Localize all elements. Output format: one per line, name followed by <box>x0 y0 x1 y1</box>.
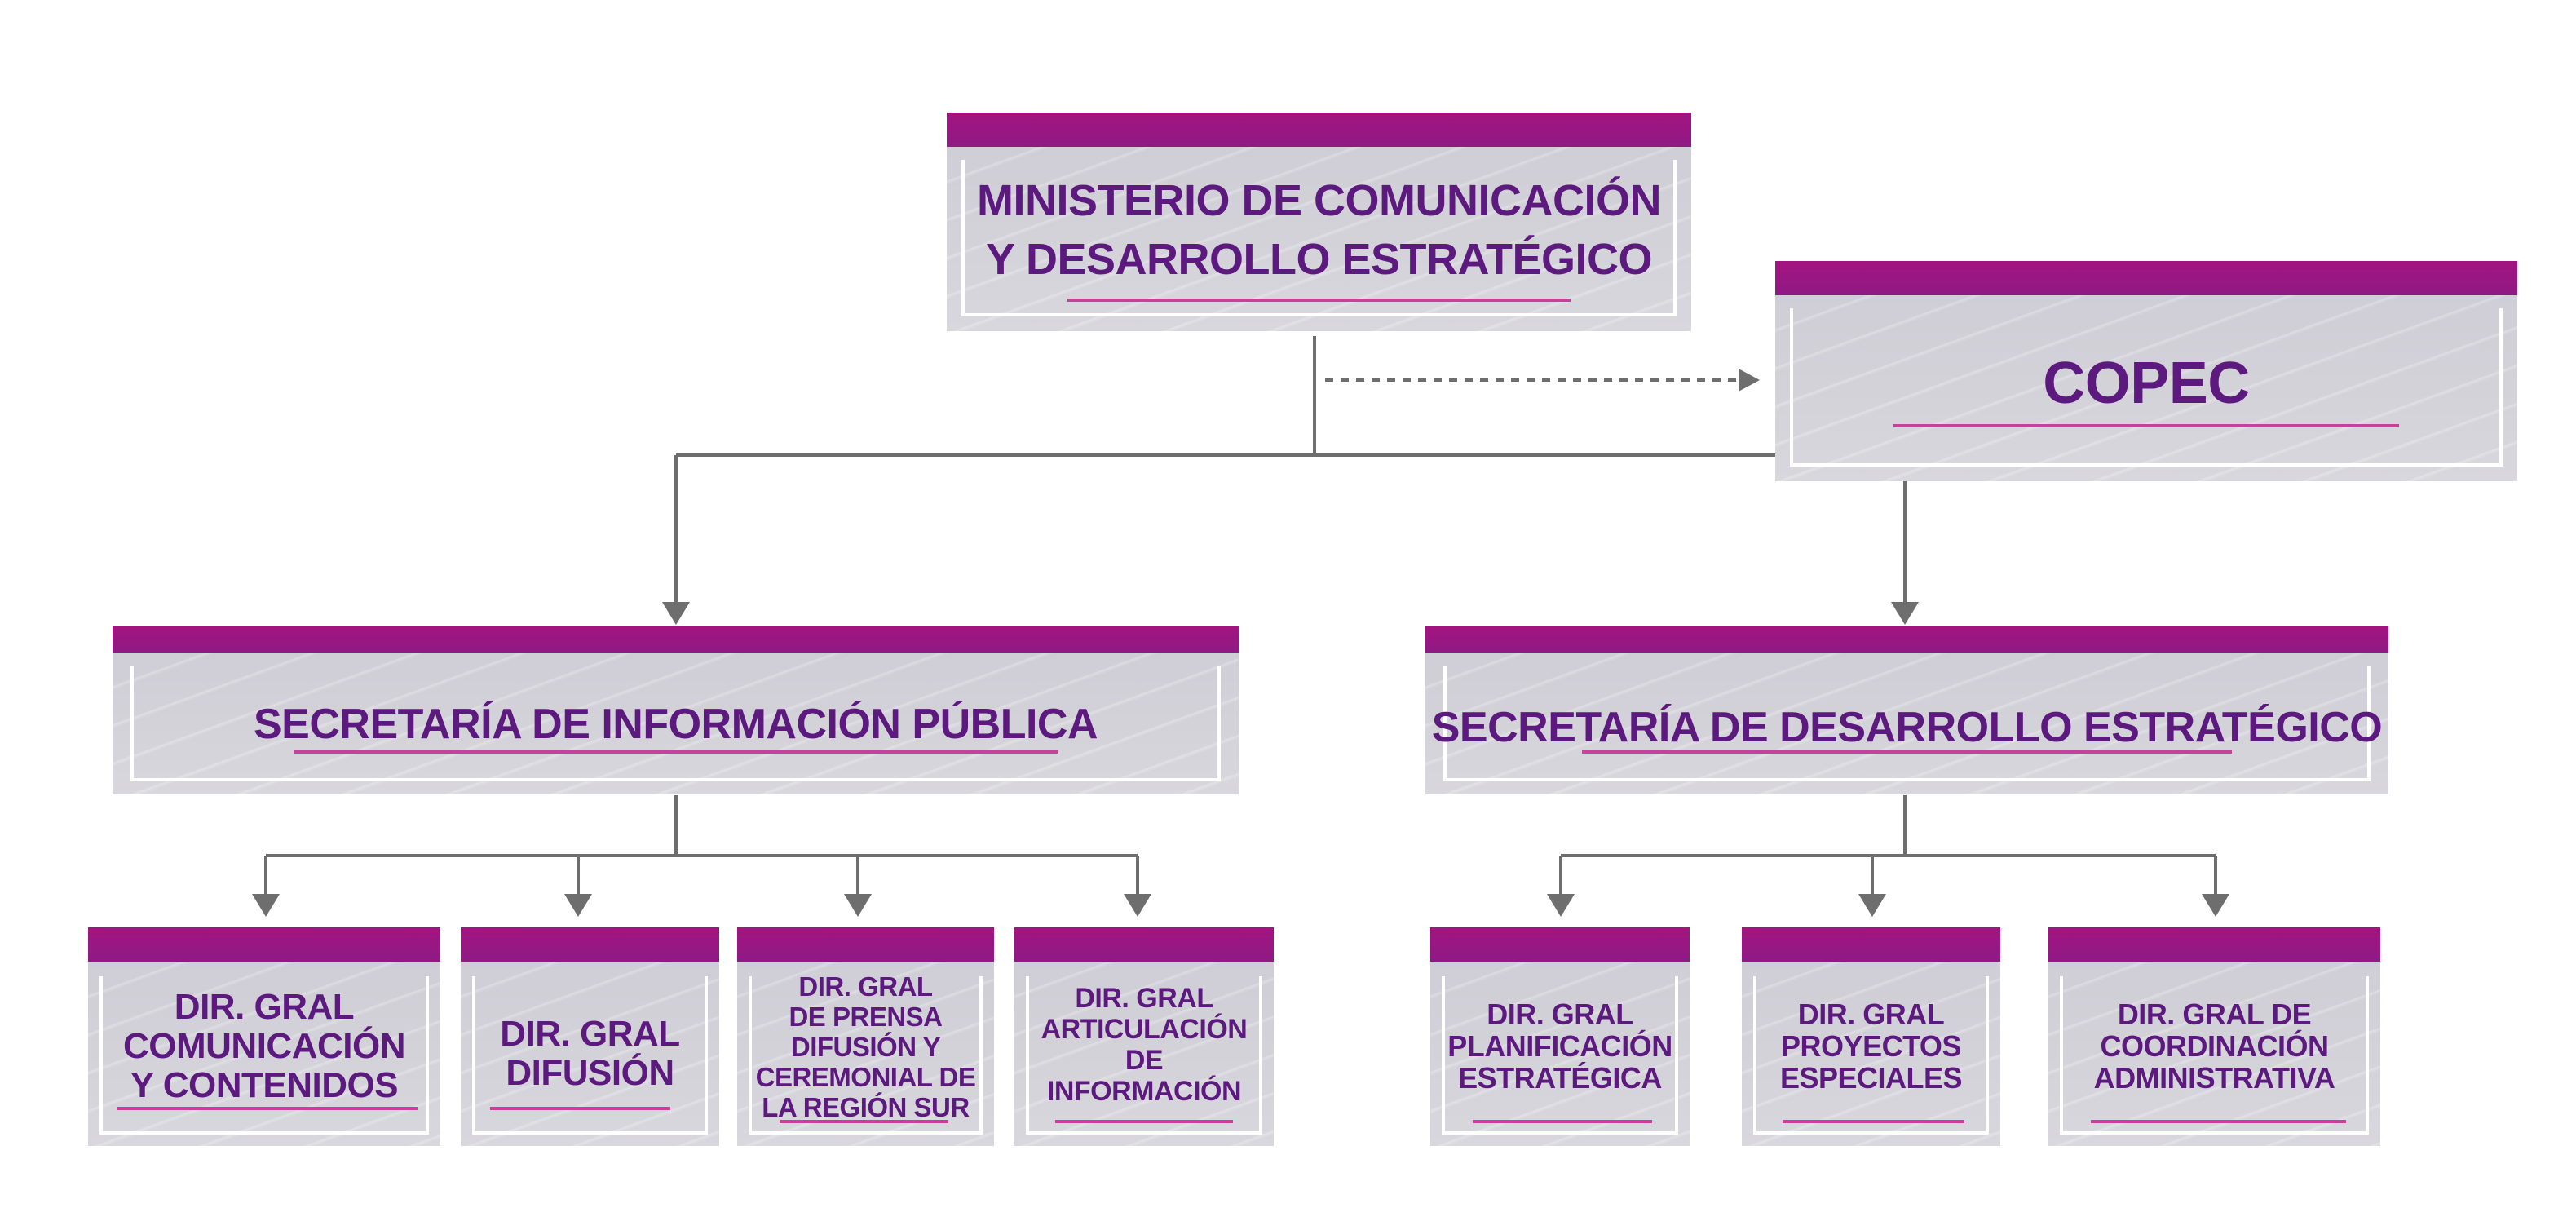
node-dir-comunicacion: DIR. GRAL COMUNICACIÓN Y CONTENIDOS <box>88 927 440 1146</box>
node-header-bar <box>1014 927 1274 962</box>
node-sec-info: SECRETARÍA DE INFORMACIÓN PÚBLICA <box>113 626 1239 794</box>
node-underline <box>780 1120 948 1123</box>
node-underline <box>2091 1120 2346 1123</box>
node-header-bar <box>947 113 1691 147</box>
node-copec: COPEC <box>1775 261 2517 481</box>
node-body <box>461 962 719 1146</box>
node-underline <box>1582 750 2232 754</box>
node-underline <box>1067 299 1571 302</box>
node-label: COPEC <box>2043 351 2250 416</box>
node-label: SECRETARÍA DE INFORMACIÓN PÚBLICA <box>253 701 1098 748</box>
arrowhead-sec-info <box>662 602 690 625</box>
node-underline <box>1055 1120 1233 1123</box>
node-underline <box>117 1107 418 1110</box>
node-dir-coordinacion: DIR. GRAL DE COORDINACIÓN ADMINISTRATIVA <box>2048 927 2380 1146</box>
node-header-bar <box>88 927 440 962</box>
arrowhead-dir-proyectos <box>1858 894 1886 917</box>
node-body <box>1775 295 2517 481</box>
node-label: DIR. GRAL ARTICULACIÓN DE INFORMACIÓN <box>1041 983 1248 1107</box>
node-frame <box>1442 976 1678 1135</box>
arrowhead-dir-comunicacion <box>252 894 280 917</box>
node-header-bar <box>1425 626 2388 653</box>
node-frame <box>749 976 983 1135</box>
node-frame <box>130 666 1221 781</box>
node-label: DIR. GRAL DE PRENSA DIFUSIÓN Y CEREMONIA… <box>755 971 976 1122</box>
node-body <box>88 962 440 1146</box>
arrowhead-dir-difusion <box>564 894 592 917</box>
arrowhead-dir-articulacion <box>1124 894 1151 917</box>
node-ministerio: MINISTERIO DE COMUNICACIÓN Y DESARROLLO … <box>947 113 1691 331</box>
node-dir-proyectos: DIR. GRAL PROYECTOS ESPECIALES <box>1742 927 2000 1146</box>
node-label: DIR. GRAL DE COORDINACIÓN ADMINISTRATIVA <box>2093 997 2335 1095</box>
node-frame <box>99 976 429 1135</box>
node-body <box>113 653 1239 794</box>
arrowhead-sec-desarrollo <box>1891 602 1919 625</box>
node-header-bar <box>737 927 994 962</box>
node-body <box>1742 962 2000 1146</box>
node-frame <box>961 160 1677 316</box>
node-label: DIR. GRAL PROYECTOS ESPECIALES <box>1779 997 1963 1095</box>
node-frame <box>1443 666 2371 781</box>
node-header-bar <box>113 626 1239 653</box>
node-dir-articulacion: DIR. GRAL ARTICULACIÓN DE INFORMACIÓN <box>1014 927 1274 1146</box>
node-label: SECRETARÍA DE DESARROLLO ESTRATÉGICO <box>1431 704 2383 751</box>
node-underline <box>294 750 1058 754</box>
node-body <box>1425 653 2388 794</box>
node-label: DIR. GRAL PLANIFICACIÓN ESTRATÉGICA <box>1447 997 1672 1095</box>
node-header-bar <box>1742 927 2000 962</box>
node-frame <box>472 976 708 1135</box>
arrowhead-dir-planificacion <box>1547 894 1575 917</box>
arrowhead-dashed-copec <box>1739 369 1760 392</box>
node-sec-desarrollo: SECRETARÍA DE DESARROLLO ESTRATÉGICO <box>1425 626 2388 794</box>
node-body <box>1430 962 1690 1146</box>
arrowhead-dir-coordinacion <box>2202 894 2229 917</box>
node-header-bar <box>461 927 719 962</box>
node-underline <box>1473 1120 1652 1123</box>
node-underline <box>1893 424 2399 427</box>
node-frame <box>2060 976 2369 1135</box>
node-label: MINISTERIO DE COMUNICACIÓN Y DESARROLLO … <box>976 176 1662 284</box>
node-label: DIR. GRAL DIFUSIÓN <box>500 1014 680 1093</box>
node-underline <box>490 1107 670 1110</box>
node-dir-prensa: DIR. GRAL DE PRENSA DIFUSIÓN Y CEREMONIA… <box>737 927 994 1146</box>
node-header-bar <box>1430 927 1690 962</box>
node-header-bar <box>1775 261 2517 295</box>
node-underline <box>1783 1120 1964 1123</box>
node-dir-planificacion: DIR. GRAL PLANIFICACIÓN ESTRATÉGICA <box>1430 927 1690 1146</box>
node-frame <box>1753 976 1989 1135</box>
node-body <box>1014 962 1274 1146</box>
node-frame <box>1790 308 2503 467</box>
node-body <box>737 962 994 1146</box>
node-label: DIR. GRAL COMUNICACIÓN Y CONTENIDOS <box>123 987 405 1105</box>
arrowhead-dir-prensa <box>844 894 872 917</box>
node-body <box>2048 962 2380 1146</box>
node-header-bar <box>2048 927 2380 962</box>
node-frame <box>1026 976 1262 1135</box>
node-dir-difusion: DIR. GRAL DIFUSIÓN <box>461 927 719 1146</box>
